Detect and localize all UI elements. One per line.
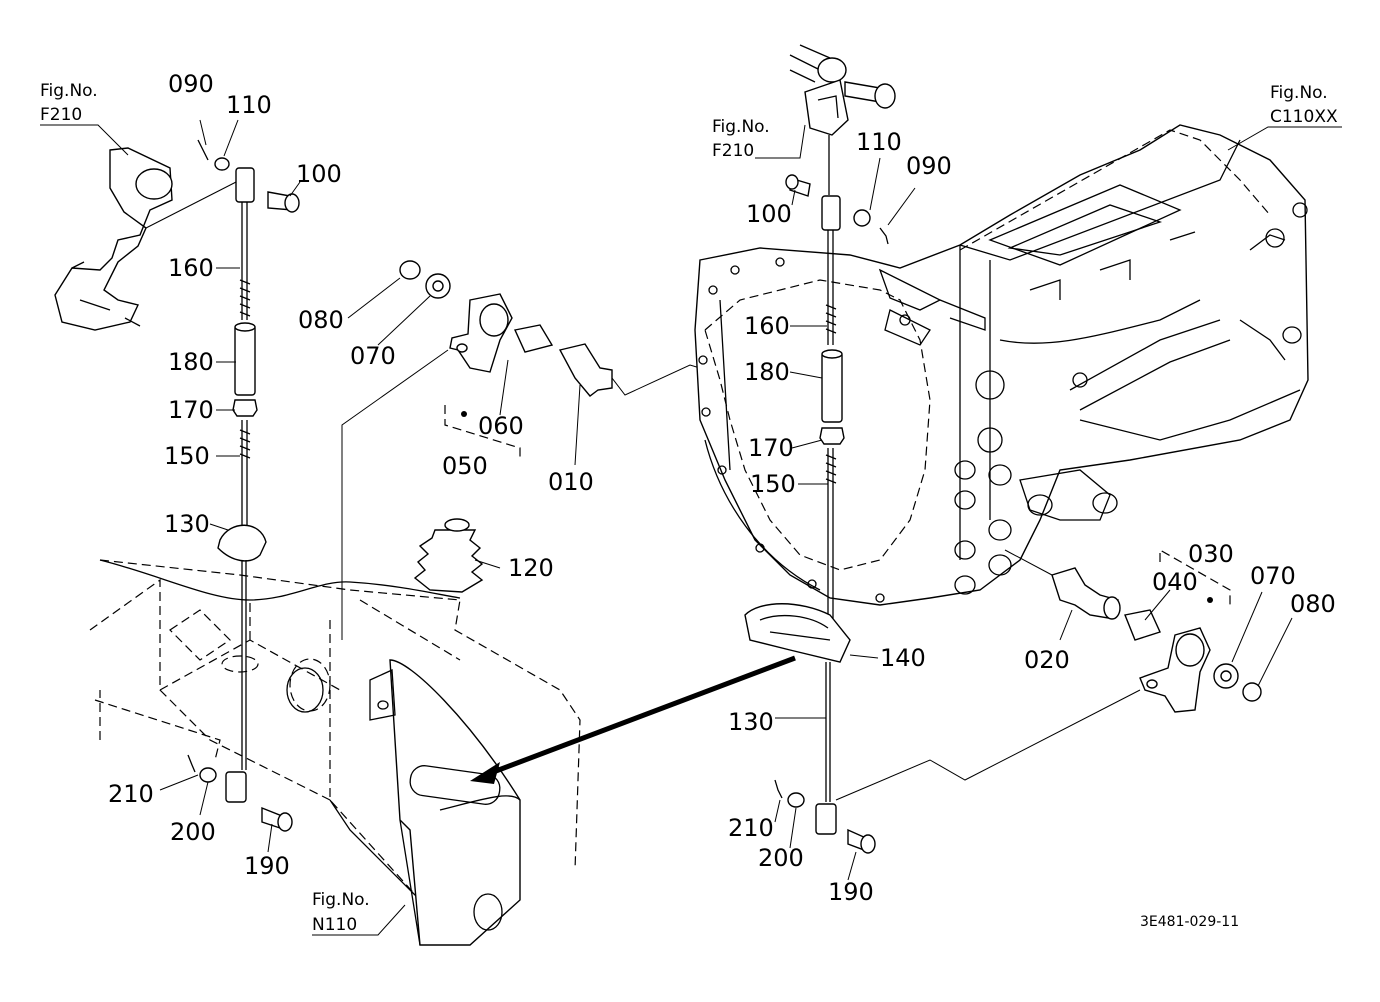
fig-ref-c110xx[interactable]: Fig.No. C110XX (1227, 83, 1342, 151)
drawing-code: 3E481-029-11 (1140, 914, 1239, 930)
callout-210[interactable]: 210 (108, 780, 154, 808)
fig-ref-number: F210 (712, 141, 754, 161)
fig-ref-f210-left[interactable]: Fig.No. F210 (40, 81, 129, 156)
callout-050[interactable]: 050 (442, 452, 488, 480)
callout-130[interactable]: 130 (164, 510, 210, 538)
callout-150-right[interactable]: 150 (750, 470, 796, 498)
left-pedal-assembly (54, 147, 241, 331)
fig-ref-title: Fig.No. (1270, 83, 1328, 103)
fig-ref-title: Fig.No. (312, 890, 370, 910)
callout-090[interactable]: 090 (168, 70, 214, 98)
callout-180-right[interactable]: 180 (744, 358, 790, 386)
transmission-housing (694, 124, 1309, 606)
left-shaft-parts (341, 260, 701, 640)
callout-070-right[interactable]: 070 (1250, 562, 1296, 590)
callout-020-right[interactable]: 020 (1024, 646, 1070, 674)
callout-200[interactable]: 200 (170, 818, 216, 846)
callout-060[interactable]: 060 (478, 412, 524, 440)
callout-130-right[interactable]: 130 (728, 708, 774, 736)
fig-ref-number: C110XX (1270, 107, 1338, 127)
right-shaft-parts (1004, 548, 1262, 713)
callout-160[interactable]: 160 (168, 254, 214, 282)
callout-080-right[interactable]: 080 (1290, 590, 1336, 618)
left-frame-outline (89, 559, 581, 946)
callout-110[interactable]: 110 (226, 91, 272, 119)
callout-030-right[interactable]: 030 (1188, 540, 1234, 568)
callout-040-right[interactable]: 040 (1152, 568, 1198, 596)
reference-arrow (470, 655, 796, 784)
callout-labels: 090 110 100 160 180 170 150 130 210 200 … (108, 70, 1336, 906)
callout-090-right[interactable]: 090 (906, 152, 952, 180)
callout-120[interactable]: 120 (508, 554, 554, 582)
fig-ref-title: Fig.No. (40, 81, 98, 101)
callout-170[interactable]: 170 (168, 396, 214, 424)
callout-140-right[interactable]: 140 (880, 644, 926, 672)
fig-ref-n110[interactable]: Fig.No. N110 (312, 890, 406, 936)
callout-070[interactable]: 070 (350, 342, 396, 370)
callout-210-right[interactable]: 210 (728, 814, 774, 842)
callout-100-right[interactable]: 100 (746, 200, 792, 228)
callout-100[interactable]: 100 (296, 160, 342, 188)
left-rod-assembly (187, 139, 300, 832)
callout-200-right[interactable]: 200 (758, 844, 804, 872)
right-pedal-shaft (755, 44, 896, 159)
callout-010[interactable]: 010 (548, 468, 594, 496)
callout-180[interactable]: 180 (168, 348, 214, 376)
callout-150[interactable]: 150 (164, 442, 210, 470)
callout-170-right[interactable]: 170 (748, 434, 794, 462)
right-rod-assembly (744, 135, 1141, 854)
callout-110-right[interactable]: 110 (856, 128, 902, 156)
fig-ref-title: Fig.No. (712, 117, 770, 137)
callout-190[interactable]: 190 (244, 852, 290, 880)
rubber-boot-120 (413, 518, 484, 593)
leader-lines (159, 119, 1293, 881)
callout-190-right[interactable]: 190 (828, 878, 874, 906)
callout-080[interactable]: 080 (298, 306, 344, 334)
callout-160-right[interactable]: 160 (744, 312, 790, 340)
fig-ref-number: N110 (312, 915, 357, 935)
fig-ref-number: F210 (40, 105, 82, 125)
fig-ref-f210-right[interactable]: Fig.No. F210 (712, 117, 770, 161)
